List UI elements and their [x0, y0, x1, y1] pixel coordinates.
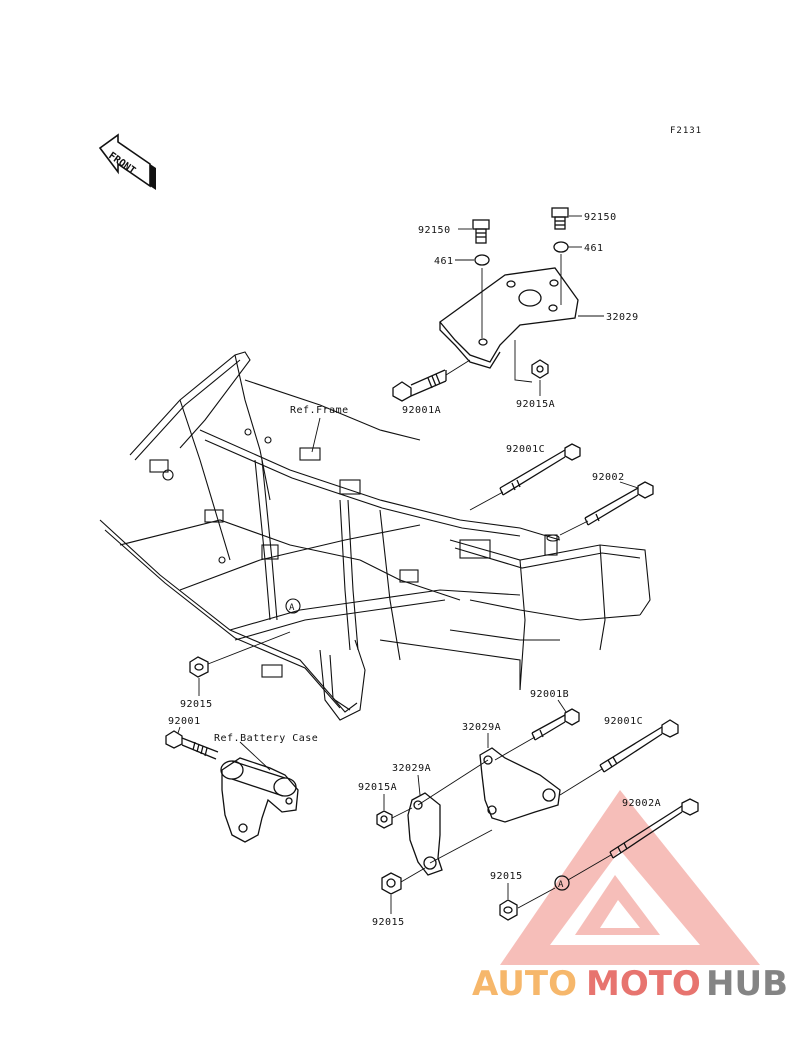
watermark-text: AUTO MOTO HUB: [472, 964, 788, 1004]
label-461-right: 461: [584, 243, 604, 254]
watermark-auto: AUTO: [472, 964, 577, 1004]
bolt-92001C-top: [469, 443, 581, 511]
label-92015-bottom: 92015: [372, 917, 405, 928]
label-92015A-bottom: 92015A: [358, 782, 397, 793]
upper-bracket-assembly: [392, 207, 579, 402]
marker-a-frame-label: A: [289, 603, 295, 613]
label-92150-right: 92150: [584, 212, 617, 223]
nut-92015A-top: [531, 359, 549, 379]
bolt-92150-right: [551, 207, 569, 230]
washer-461-right: [553, 241, 569, 253]
front-arrow-icon: FRONT: [98, 133, 156, 190]
marker-a-lower-label: A: [558, 880, 564, 890]
label-92150-left: 92150: [418, 225, 451, 236]
bolt-92150-left: [472, 219, 490, 244]
figure-code: F2131: [670, 126, 702, 136]
marker-a-lower: [554, 875, 570, 891]
watermark-moto: MOTO: [586, 964, 701, 1004]
label-92015-left: 92015: [180, 699, 213, 710]
label-92001C-top: 92001C: [506, 444, 545, 455]
battery-case-bracket: [165, 730, 299, 843]
marker-a-frame: [285, 598, 301, 614]
label-92015A-top: 92015A: [516, 399, 555, 410]
label-92002-top: 92002: [592, 472, 625, 483]
bolt-92001A: [392, 359, 471, 402]
lower-mount-assembly: A: [376, 708, 699, 921]
label-92001B: 92001B: [530, 689, 569, 700]
label-92015-mid: 92015: [490, 871, 523, 882]
label-461-left: 461: [434, 256, 454, 267]
labels: 92150 92150 461 461 32029 92001A 92015A …: [168, 212, 661, 928]
bracket-32029: [439, 267, 579, 363]
label-92001C-bottom: 92001C: [604, 716, 643, 727]
label-32029: 32029: [606, 312, 639, 323]
label-92001A: 92001A: [402, 405, 441, 416]
washer-461-left: [474, 254, 490, 266]
watermark-logo: [500, 790, 760, 965]
main-frame: A: [99, 351, 651, 721]
bolt-92002-top: [559, 481, 654, 536]
label-92001: 92001: [168, 716, 201, 727]
nut-92015-left: [189, 631, 291, 678]
label-32029A-top: 32029A: [462, 722, 501, 733]
label-ref-frame: Ref.Frame: [290, 405, 349, 416]
label-32029A-mid: 32029A: [392, 763, 431, 774]
watermark-hub: HUB: [706, 964, 788, 1004]
label-ref-battery-case: Ref.Battery Case: [214, 733, 318, 744]
label-92002A: 92002A: [622, 798, 661, 809]
